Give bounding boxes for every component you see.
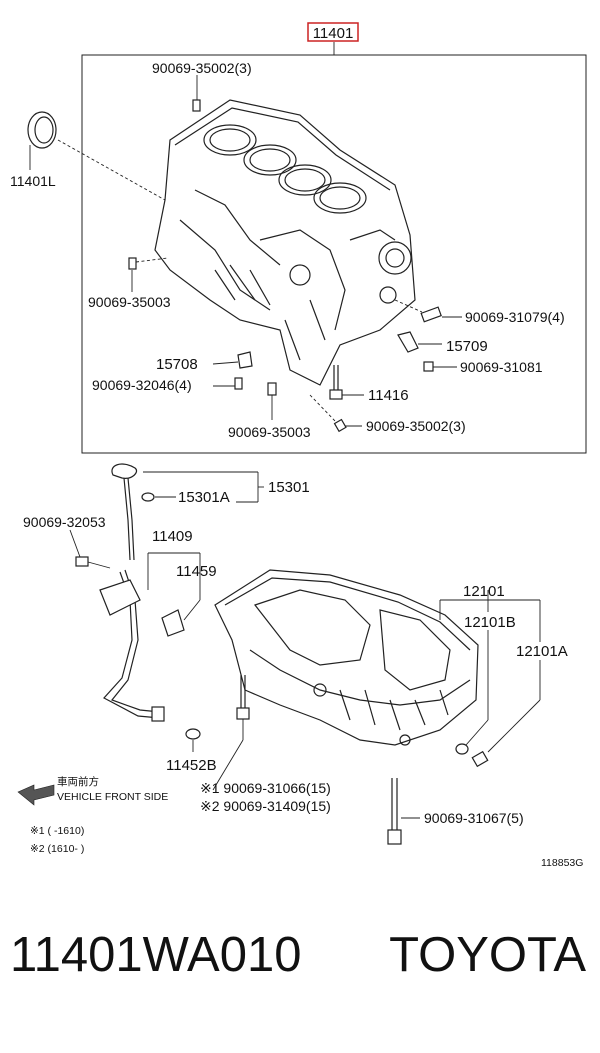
label-90069-35002-3-top[interactable]: 90069-35002(3) <box>152 60 252 76</box>
label-15709[interactable]: 15709 <box>446 338 488 355</box>
label-90069-35003-bottom[interactable]: 90069-35003 <box>228 424 311 440</box>
footer: 11401WA010 TOYOTA <box>0 915 600 995</box>
vehicle-front-en: VEHICLE FRONT SIDE <box>57 791 168 803</box>
part-number: 11401WA010 <box>10 928 302 982</box>
label-11409[interactable]: 11409 <box>152 528 193 545</box>
dowel-left <box>128 257 137 270</box>
label-90069-32053[interactable]: 90069-32053 <box>23 514 106 530</box>
label-12101[interactable]: 12101 <box>463 583 505 600</box>
label-15708[interactable]: 15708 <box>156 356 198 373</box>
label-11459[interactable]: 11459 <box>176 563 217 580</box>
oil-dipstick[interactable] <box>111 463 138 561</box>
label-90069-31081[interactable]: 90069-31081 <box>460 359 543 375</box>
label-90069-31079[interactable]: 90069-31079(4) <box>465 309 565 325</box>
label-12101A[interactable]: 12101A <box>516 643 568 660</box>
label-90069-35002-3-bottom[interactable]: 90069-35002(3) <box>366 418 466 434</box>
vehicle-front-jp: 車両前方 <box>57 775 99 788</box>
parts-diagram: 11401 <box>10 22 587 869</box>
label-12101B[interactable]: 12101B <box>464 614 516 631</box>
label-15301[interactable]: 15301 <box>268 479 310 496</box>
brand-name: TOYOTA <box>389 928 586 982</box>
label-90069-31066[interactable]: ※1 90069-31066(15) <box>200 780 331 796</box>
footnote-1: ※1 ( -1610) <box>30 825 84 837</box>
title-part-number[interactable]: 11401 <box>313 25 354 42</box>
label-15301A[interactable]: 15301A <box>178 489 230 506</box>
label-90069-32046[interactable]: 90069-32046(4) <box>92 377 192 393</box>
front-arrow-icon <box>17 784 55 806</box>
label-90069-31409[interactable]: ※2 90069-31409(15) <box>200 798 331 814</box>
highlight-box <box>307 22 359 42</box>
label-90069-35003-left[interactable]: 90069-35003 <box>88 294 171 310</box>
cylinder-block-drawing <box>154 99 416 386</box>
dipstick-guide[interactable] <box>99 569 165 722</box>
label-11416[interactable]: 11416 <box>368 387 409 404</box>
label-11401L[interactable]: 11401L <box>10 173 56 189</box>
label-11452B[interactable]: 11452B <box>166 757 217 774</box>
dowel-top <box>192 99 201 112</box>
oil-seal[interactable] <box>27 111 57 149</box>
label-90069-31067[interactable]: 90069-31067(5) <box>424 810 524 826</box>
footnote-2: ※2 (1610- ) <box>30 843 84 855</box>
figure-code: 118853G <box>541 857 583 869</box>
oil-pan-drawing <box>214 569 479 746</box>
